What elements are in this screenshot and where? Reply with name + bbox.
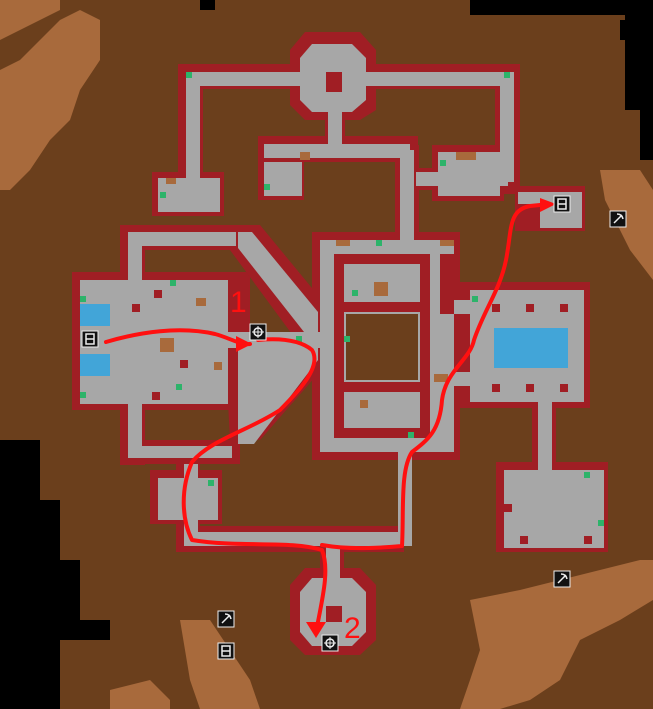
water xyxy=(80,304,568,376)
ladder-icon[interactable] xyxy=(81,330,99,348)
central-room-void xyxy=(346,314,418,380)
central-room-walls xyxy=(334,254,454,438)
waypoint-icon[interactable] xyxy=(249,323,267,341)
doors xyxy=(80,72,604,526)
arrowhead-1 xyxy=(236,336,252,352)
pickaxe-icon[interactable] xyxy=(609,210,627,228)
route-arrowheads xyxy=(236,198,556,638)
pickaxe-icon[interactable] xyxy=(553,570,571,588)
crates xyxy=(160,152,476,408)
pickaxe-icon[interactable] xyxy=(217,610,235,628)
waypoint-icon[interactable] xyxy=(321,634,339,652)
ladder-icon[interactable] xyxy=(553,195,571,213)
route-segment-3 xyxy=(320,202,552,551)
bottom-ring-core xyxy=(326,606,342,622)
arrowhead-3 xyxy=(540,198,556,212)
route-segment-2 xyxy=(181,337,328,634)
central-room-inner-walls-2 xyxy=(344,302,420,392)
pillars xyxy=(132,290,592,544)
arrowhead-2 xyxy=(306,622,326,638)
ladder-icon[interactable] xyxy=(217,642,235,660)
step-label-1: 1 xyxy=(230,286,247,319)
step-label-2: 2 xyxy=(344,612,361,645)
top-ring-core xyxy=(326,72,342,92)
